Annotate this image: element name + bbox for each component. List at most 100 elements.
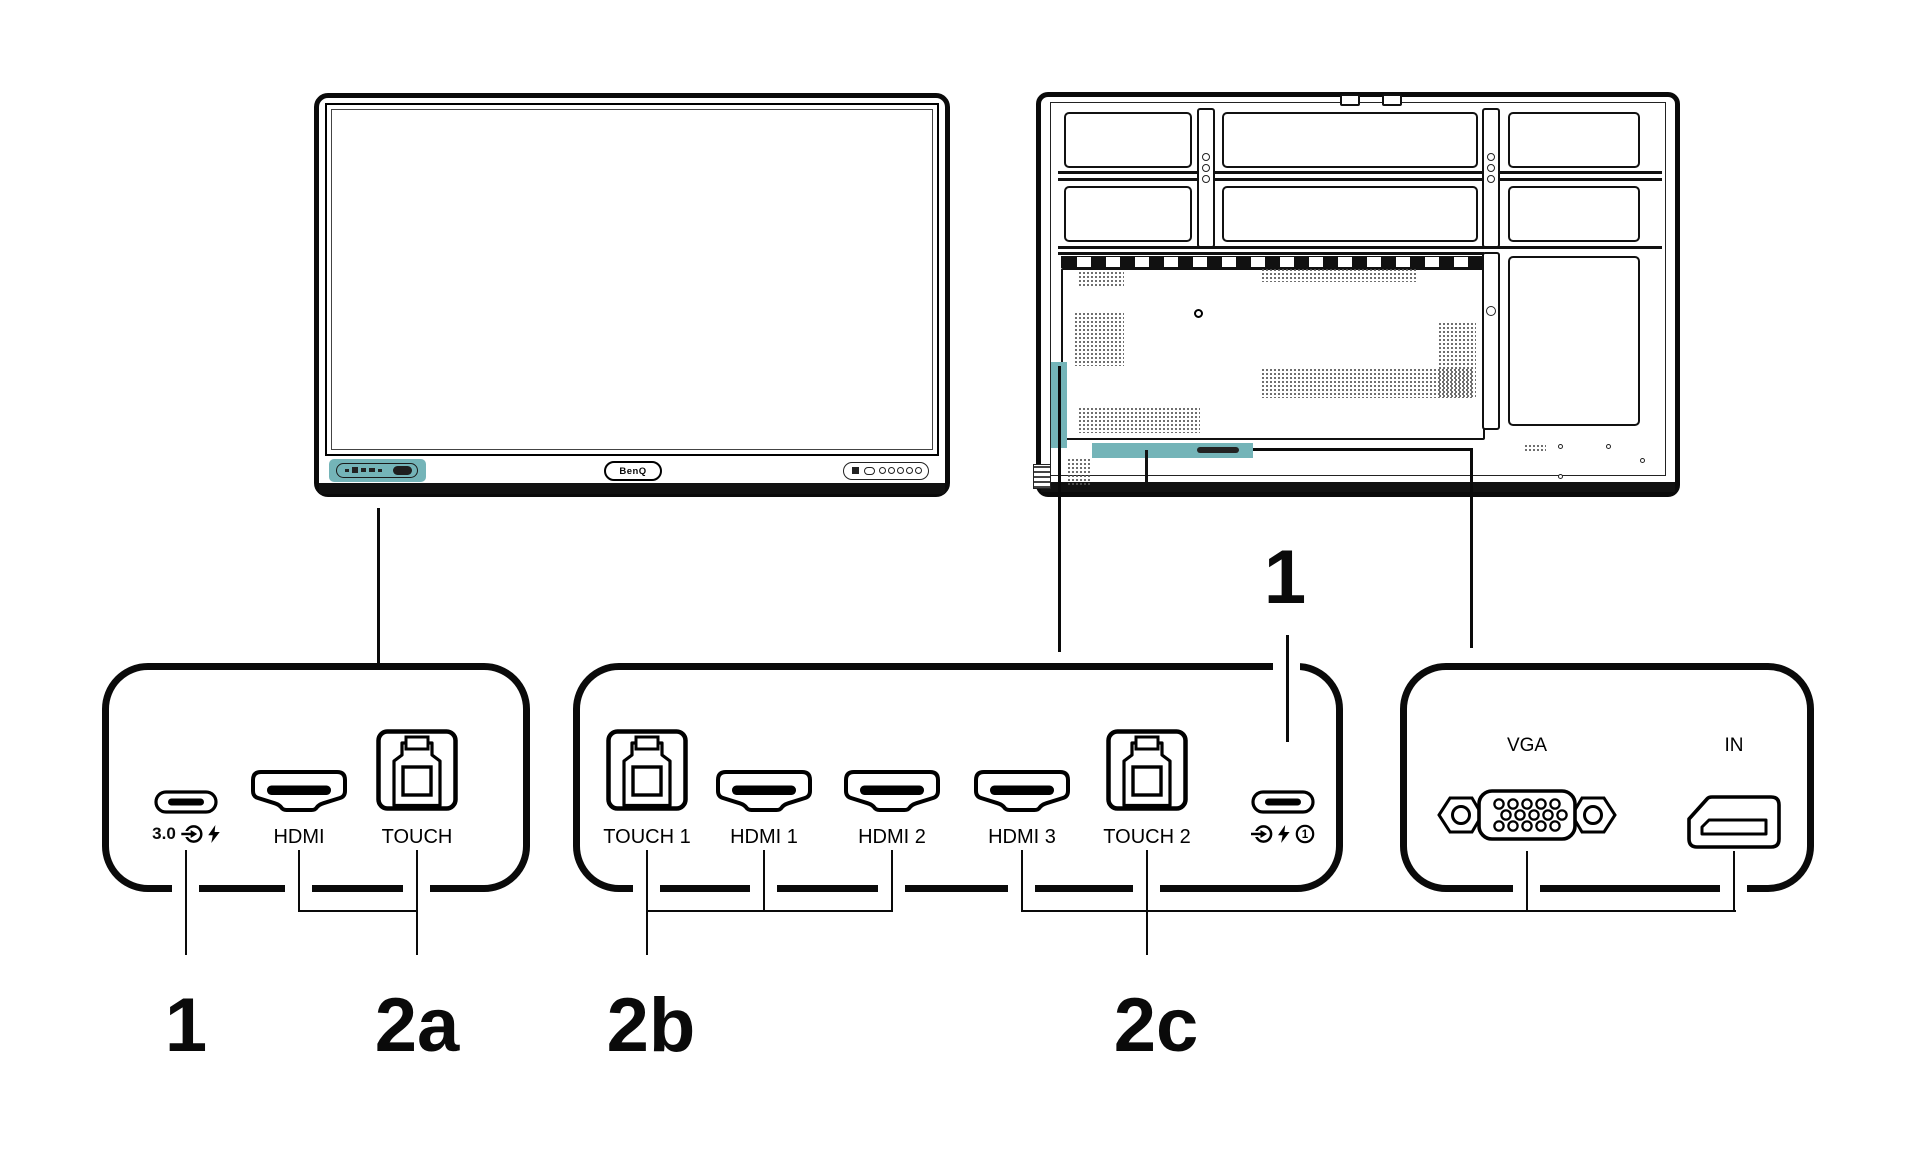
control-button-icon	[879, 467, 886, 474]
mount-tab	[1382, 94, 1402, 106]
lightning-icon	[208, 825, 220, 843]
leader-back-to-rear-panel	[1058, 366, 1061, 652]
leader-callout-1-to-usbc	[1286, 635, 1289, 742]
front-side-ports-pill	[336, 463, 418, 478]
rear-right-panel	[1508, 256, 1640, 426]
power-grille	[1033, 464, 1051, 489]
screw-icon	[1558, 444, 1563, 449]
callout-2c: 2c	[1113, 983, 1199, 1068]
callout-1-bottom: 1	[164, 983, 208, 1068]
front-side-port-mark	[345, 469, 349, 472]
screw-icon	[1202, 175, 1210, 183]
vent-dots	[1524, 444, 1546, 453]
rear-panel	[1222, 186, 1478, 242]
brand-logo-text: BenQ	[619, 465, 647, 477]
leader-hdmi3	[1021, 850, 1023, 912]
leader-touch1	[646, 850, 648, 955]
touch-port-label: TOUCH	[381, 826, 453, 848]
leader-usbc-left	[185, 850, 187, 955]
leader-hdmi1	[763, 850, 765, 912]
front-monitor-bottom-edge	[319, 483, 945, 494]
bottom-port-slot	[1197, 447, 1239, 453]
leader-hdmi-left	[298, 850, 300, 912]
hdmi3-port-label: HDMI 3	[988, 826, 1056, 848]
screw-icon	[1487, 175, 1495, 183]
hdmi1-port-icon	[716, 770, 812, 812]
rear-divider	[1058, 171, 1662, 174]
vga-port-icon	[1435, 779, 1619, 851]
callout-2a: 2a	[374, 983, 460, 1068]
mount-tab	[1340, 94, 1360, 106]
bracket-2c	[1021, 910, 1736, 912]
touch1-usb-b-port-icon	[606, 729, 688, 811]
usb-c2-port-icon	[1251, 790, 1315, 814]
vent-dots	[1067, 458, 1091, 485]
input-icon	[1251, 825, 1273, 843]
circled-1-icon: 1	[1295, 824, 1315, 844]
front-side-port-mark	[378, 469, 382, 472]
front-side-port-mark	[369, 468, 375, 472]
screw-icon	[1487, 153, 1495, 161]
hdmi-port-label: HDMI	[273, 826, 325, 848]
callout-1-top: 1	[1263, 535, 1307, 620]
rear-connector-column	[1482, 252, 1500, 430]
control-button-icon	[888, 467, 895, 474]
touch2-port-label: TOUCH 2	[1103, 826, 1191, 848]
front-monitor-screen-inner	[331, 109, 933, 450]
vga-port-label: VGA	[1506, 735, 1548, 756]
vent-strip	[1061, 256, 1485, 268]
rear-port-panel	[573, 663, 1343, 892]
usb-c-port-caption: 3.0	[152, 824, 220, 844]
brand-logo: BenQ	[604, 461, 662, 481]
leader-front-to-side-panel	[377, 508, 380, 663]
control-button-icon	[915, 467, 922, 474]
dp-in-port-label: IN	[1724, 735, 1744, 756]
rear-divider	[1058, 178, 1662, 181]
hdmi2-port-label: HDMI 2	[858, 826, 926, 848]
front-side-port-mark	[352, 467, 358, 473]
displayport-in-icon	[1685, 795, 1783, 851]
touch1-port-label: TOUCH 1	[603, 826, 691, 848]
hdmi-port-icon	[251, 770, 347, 812]
vent-dots	[1074, 312, 1124, 366]
screw-icon	[1487, 164, 1495, 172]
leader-back-to-ops-vertical	[1470, 448, 1473, 648]
front-side-ports-highlight	[329, 459, 426, 482]
power-indicator-icon	[852, 467, 859, 474]
hdmi1-port-label: HDMI 1	[730, 826, 798, 848]
screw-icon	[1486, 306, 1496, 316]
touch-usb-b-port-icon	[376, 729, 458, 811]
rear-panel	[1508, 186, 1640, 242]
ops-port-panel	[1400, 663, 1814, 892]
vent-dots	[1078, 407, 1200, 433]
touch2-usb-b-port-icon	[1106, 729, 1188, 811]
side-port-panel	[102, 663, 530, 892]
screw-icon	[1558, 474, 1563, 479]
front-side-port-mark	[361, 468, 366, 472]
front-monitor-screen	[325, 103, 939, 456]
rear-panel	[1222, 112, 1478, 168]
vent-dots	[1261, 268, 1417, 282]
screw-hole-icon	[1194, 309, 1203, 318]
bracket-2b	[646, 910, 893, 912]
bracket-2a	[298, 910, 418, 912]
rear-panel	[1508, 112, 1640, 168]
rear-divider	[1058, 246, 1662, 249]
rear-panel	[1064, 112, 1192, 168]
front-control-bar	[843, 462, 929, 480]
front-side-usb-c-mark	[393, 466, 412, 475]
callout-2b: 2b	[606, 983, 696, 1068]
leader-hdmi2	[891, 850, 893, 912]
hdmi3-port-icon	[974, 770, 1070, 812]
rear-divider	[1058, 252, 1484, 255]
control-button-icon	[864, 467, 875, 475]
screw-icon	[1202, 164, 1210, 172]
leader-vga	[1526, 851, 1528, 912]
control-button-icon	[906, 467, 913, 474]
screw-icon	[1606, 444, 1611, 449]
usb-c2-port-caption: 1	[1251, 824, 1315, 844]
usb-c-port-icon	[154, 790, 218, 814]
screw-icon	[1640, 458, 1645, 463]
leader-touch2	[1146, 850, 1148, 955]
